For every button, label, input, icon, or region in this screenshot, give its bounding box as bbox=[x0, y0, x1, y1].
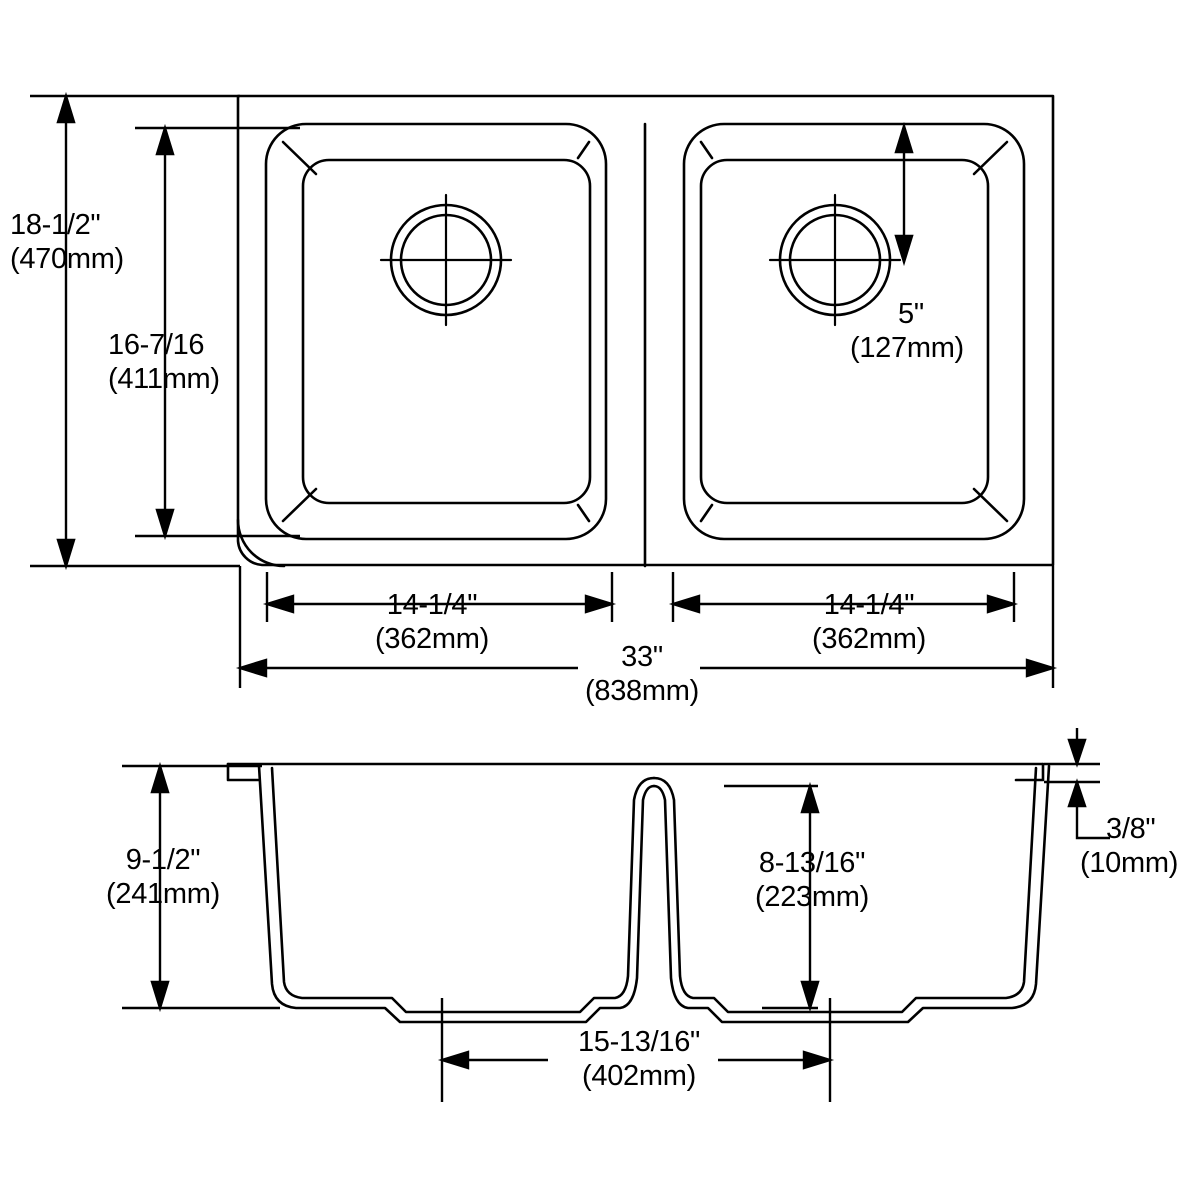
arrow-overall-w-rt bbox=[1025, 658, 1058, 678]
arrow-left-bowl-w-rt bbox=[584, 594, 617, 614]
right-bowl-inner-wall bbox=[699, 158, 990, 505]
dim-label-left-bowl-width: 14-1/4" (362mm) bbox=[375, 589, 489, 655]
arrow-rim-t-up bbox=[1067, 778, 1087, 808]
left-bowl-corner-tick-br bbox=[576, 503, 591, 523]
arrow-drain-offset-down bbox=[894, 234, 914, 267]
arrow-overall-w-lt bbox=[235, 658, 268, 678]
arrow-overall-depth-down bbox=[56, 538, 76, 571]
arrow-overall-depth-up bbox=[56, 91, 76, 124]
section-left-bowl-inner bbox=[270, 766, 656, 1014]
section-center-peak-inner bbox=[652, 766, 1038, 1014]
arrow-bowl-h-up bbox=[800, 781, 820, 814]
arrow-bowl-depth-down bbox=[155, 508, 175, 541]
section-view bbox=[226, 762, 1051, 1024]
arrow-inner-w-rt bbox=[802, 1050, 835, 1070]
section-center-peak-outer bbox=[652, 764, 1051, 1024]
dim-label-overall-depth: 18-1/2" (470mm) bbox=[10, 209, 124, 275]
arrow-bowl-h-down bbox=[800, 980, 820, 1013]
section-right-rim-lip bbox=[1014, 762, 1045, 782]
section-left-rim-lip bbox=[226, 762, 260, 782]
left-bowl-corner-tick-tr bbox=[576, 140, 591, 160]
arrow-right-bowl-w-lt bbox=[668, 594, 701, 614]
dim-label-bowl-inner-width: 15-13/16" (402mm) bbox=[577, 1026, 701, 1092]
leader-line-rim-thickness bbox=[1075, 824, 1110, 840]
dim-label-rim-thickness: 3/8" (10mm) bbox=[1080, 813, 1179, 879]
arrow-rim-t-down bbox=[1067, 738, 1087, 768]
section-view-dimensions bbox=[122, 728, 1110, 1102]
section-left-bowl-outer bbox=[257, 764, 656, 1024]
right-bowl-corner-tick-tl bbox=[699, 140, 714, 160]
left-bowl-outer-rim bbox=[264, 122, 608, 541]
arrow-right-bowl-w-rt bbox=[986, 594, 1019, 614]
arrow-drain-offset-up bbox=[894, 121, 914, 154]
right-bowl-corner-tick-bl bbox=[699, 503, 714, 523]
right-bowl-corner-tick-br bbox=[972, 487, 1009, 523]
sink-deck-corner-radius bbox=[236, 518, 286, 568]
top-view bbox=[236, 94, 1055, 568]
dim-label-bowl-height: 8-13/16" (223mm) bbox=[755, 847, 869, 913]
arrow-inner-w-lt bbox=[437, 1050, 470, 1070]
dim-label-overall-width: 33" (838mm) bbox=[585, 641, 699, 707]
dim-label-bowl-depth: 16-7/16 (411mm) bbox=[108, 329, 220, 395]
dim-label-overall-height: 9-1/2" (241mm) bbox=[106, 844, 220, 910]
left-bowl-corner-tick-tl bbox=[281, 140, 318, 176]
dim-label-right-bowl-width: 14-1/4" (362mm) bbox=[812, 589, 926, 655]
arrow-bowl-depth-up bbox=[155, 123, 175, 156]
left-bowl-inner-wall bbox=[301, 158, 592, 505]
arrow-overall-h-down bbox=[150, 980, 170, 1013]
left-bowl-corner-tick-bl bbox=[281, 487, 318, 523]
right-bowl-corner-tick-tr bbox=[972, 140, 1009, 176]
dim-label-drain-offset: 5" (127mm) bbox=[850, 298, 964, 364]
arrow-overall-h-up bbox=[150, 761, 170, 794]
sink-deck-outline bbox=[236, 94, 1055, 567]
top-view-dimensions bbox=[30, 91, 1058, 688]
arrow-left-bowl-w-lt bbox=[262, 594, 295, 614]
right-bowl-outer-rim bbox=[682, 122, 1026, 541]
